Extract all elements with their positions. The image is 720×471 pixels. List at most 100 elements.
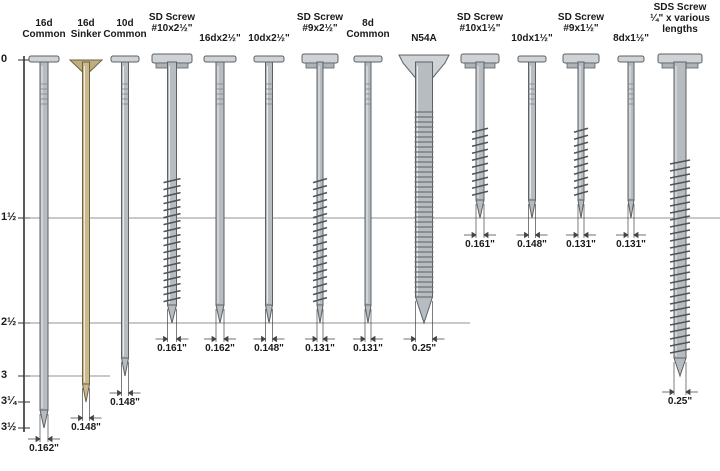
fastener (28, 55, 60, 443)
fastener-diameter: 0.162" (29, 443, 59, 454)
thread (669, 320, 691, 326)
scale-tick-label: 1½ (1, 211, 17, 223)
thread (669, 285, 691, 291)
thread (669, 348, 691, 354)
fastener-diameter: 0.148" (110, 397, 140, 408)
fastener-diameter: 0.131" (566, 239, 596, 250)
thread (312, 226, 328, 233)
fastener-shank (82, 61, 90, 385)
fastener (657, 53, 703, 396)
fastener-diameter: 0.162" (205, 343, 235, 354)
thread (163, 282, 181, 289)
fastener-diameter: 0.148" (71, 422, 101, 433)
fastener (151, 53, 193, 343)
thread (312, 275, 328, 282)
fastener-label-line: 10dx2½" (248, 33, 290, 44)
thread (163, 177, 181, 184)
thread (669, 341, 691, 347)
thread (669, 222, 691, 228)
fastener-shank (265, 61, 273, 306)
fastener-label-line: 8dx1½" (613, 33, 649, 44)
thread (669, 194, 691, 200)
fastener-tip (475, 199, 485, 219)
fastener-tip (264, 304, 274, 324)
fastener-label: SD Screw#10x1½" (457, 12, 503, 34)
fastener-shank (627, 61, 635, 201)
fastener (616, 55, 646, 239)
fastener (516, 55, 548, 239)
fastener-label-line: SD Screw (557, 12, 605, 23)
fastener-tip (166, 304, 178, 324)
thread (669, 313, 691, 319)
fastener-label: SD Screw#10x2½" (149, 12, 195, 34)
fastener-head (110, 55, 140, 63)
dimension-arrows (616, 231, 646, 239)
thread (471, 190, 489, 197)
fastener-head (253, 55, 285, 63)
fastener-label-line: 8d (362, 18, 374, 29)
thread (312, 261, 328, 268)
thread (669, 327, 691, 333)
dimension-arrows (70, 414, 102, 422)
thread (471, 183, 489, 190)
thread (669, 306, 691, 312)
fastener-label-line: Common (103, 29, 147, 40)
thread (669, 229, 691, 235)
thread (163, 268, 181, 275)
thread (669, 180, 691, 186)
fastener-label-line: #10x1½" (459, 23, 501, 34)
fastener-tip (215, 304, 225, 324)
thread (573, 169, 589, 176)
dimension-arrows (662, 388, 698, 396)
dimension-arrows (204, 335, 236, 343)
fastener-label-line: 16d (35, 18, 53, 29)
thread (163, 198, 181, 205)
thread (163, 296, 181, 303)
fastener-head (617, 55, 645, 63)
dimension-arrows (305, 335, 335, 343)
fastener-label: 16dx2½" (199, 33, 240, 44)
thread (163, 212, 181, 219)
thread (573, 190, 589, 197)
thread (163, 240, 181, 247)
fastener-shank (528, 61, 536, 201)
dimension-arrows (155, 335, 189, 343)
dimension-arrows (464, 231, 496, 239)
thread (312, 247, 328, 254)
thread (471, 134, 489, 141)
thread (669, 208, 691, 214)
fastener-label-line: Common (22, 29, 66, 40)
scale-tick-label: 3¼ (1, 395, 17, 407)
thread (669, 215, 691, 221)
fastener-label-line: #10x2½" (151, 23, 193, 34)
fastener-head (517, 55, 547, 63)
thread (573, 162, 589, 169)
thread (471, 148, 489, 155)
fastener (253, 55, 285, 343)
fastener-tip (577, 199, 585, 219)
fastener-label: SD Screw#9x1½" (558, 12, 604, 34)
thread (573, 127, 589, 134)
fastener-label-line: N54A (411, 33, 437, 44)
fastener-label-line: ¼" x various (650, 13, 710, 24)
thread (312, 191, 328, 198)
thread (669, 236, 691, 242)
thread (573, 141, 589, 148)
scale-tick-label: 0 (1, 53, 8, 65)
thread (669, 271, 691, 277)
thread (669, 257, 691, 263)
fastener-label-line: lengths (662, 24, 698, 35)
thread (163, 184, 181, 191)
fastener-label-line: 10dx1½" (511, 33, 553, 44)
fastener-head (203, 55, 237, 63)
thread (669, 243, 691, 249)
thread (312, 198, 328, 205)
thread (471, 141, 489, 148)
dimension-arrows (28, 435, 60, 443)
fastener-head (28, 55, 60, 63)
